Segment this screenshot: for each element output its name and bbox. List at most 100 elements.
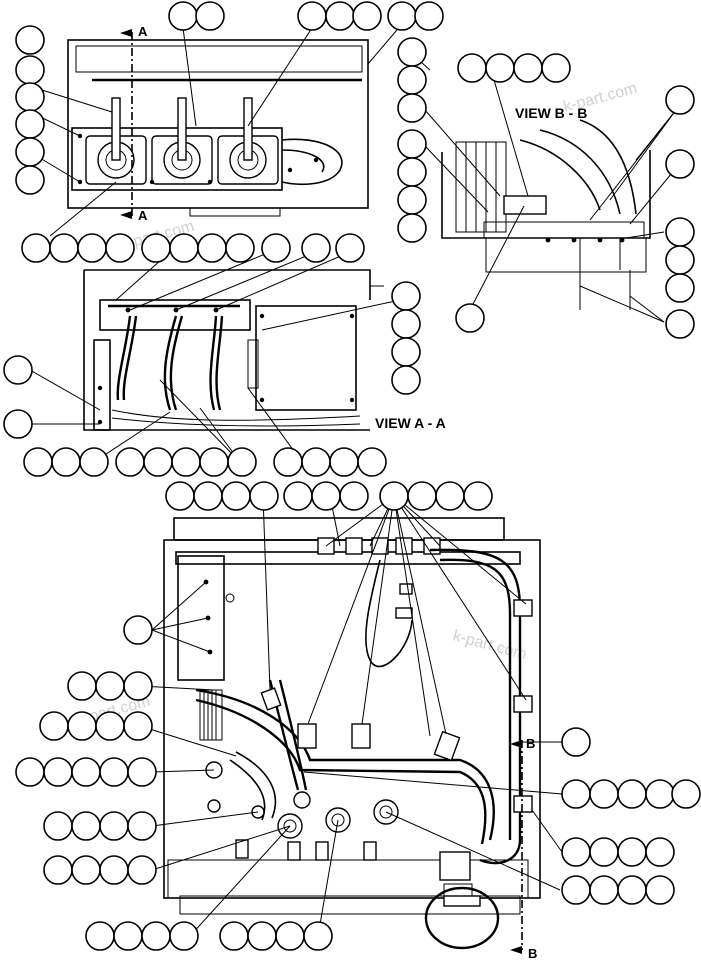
- callout-bubble: [43, 757, 73, 787]
- callout-bubble: [43, 811, 73, 841]
- callout-bubble: [397, 157, 427, 187]
- callout-bubble: [397, 93, 427, 123]
- callout-bubble: [197, 233, 227, 263]
- callout-bubble: [357, 447, 387, 477]
- callout-bubble: [414, 1, 444, 31]
- view-a-a: VIEW A - A: [83, 269, 446, 431]
- callout-bubble: [115, 447, 145, 477]
- callout-bubble: [143, 447, 173, 477]
- callout-bubble: [95, 711, 125, 741]
- clamp-2: [151, 97, 213, 185]
- callout-bubble: [171, 447, 201, 477]
- callout-bubble: [23, 447, 53, 477]
- section-a-bottom-label: A: [138, 208, 148, 223]
- callout-bubble: [665, 273, 695, 303]
- callout-bubble: [15, 165, 45, 195]
- main-view: B B: [163, 517, 541, 960]
- callout-bubble: [99, 855, 129, 885]
- callout-bubble: [15, 55, 45, 85]
- callout-bubble: [51, 447, 81, 477]
- callout-bubble: [391, 337, 421, 367]
- callout-bubble: [561, 727, 591, 757]
- callout-bubble: [391, 309, 421, 339]
- callout-bubble: [3, 355, 33, 385]
- callout-bubble: [249, 481, 279, 511]
- callout-bubble: [127, 855, 157, 885]
- callout-bubble: [71, 757, 101, 787]
- callout-bubble: [329, 447, 359, 477]
- callout-bubble: [225, 233, 255, 263]
- callout-bubble: [123, 671, 153, 701]
- callout-bubble: [665, 85, 695, 115]
- callout-bubble: [247, 921, 277, 951]
- callout-bubble: [79, 447, 109, 477]
- callout-bubble: [15, 137, 45, 167]
- callout-bubble: [665, 217, 695, 247]
- callout-bubble: [195, 1, 225, 31]
- callout-bubble: [339, 481, 369, 511]
- callout-bubble: [85, 921, 115, 951]
- callout-bubble: [665, 245, 695, 275]
- callout-bubble: [589, 779, 619, 809]
- callout-bubble: [113, 921, 143, 951]
- callout-bubble: [15, 109, 45, 139]
- callout-bubble: [199, 447, 229, 477]
- callout-bubble: [407, 481, 437, 511]
- callout-bubble: [99, 811, 129, 841]
- callout-bubble: [391, 365, 421, 395]
- callout-bubble: [227, 447, 257, 477]
- callout-bubble: [77, 233, 107, 263]
- callout-bubble: [617, 875, 647, 905]
- callout-bubble: [311, 481, 341, 511]
- callout-bubble: [335, 233, 365, 263]
- callout-bubble: [99, 757, 129, 787]
- callout-bubble: [67, 671, 97, 701]
- callout-bubble: [39, 711, 69, 741]
- callout-bubble: [435, 481, 465, 511]
- callout-bubble: [123, 615, 153, 645]
- callout-bubble: [95, 671, 125, 701]
- view-b-title: VIEW B - B: [515, 105, 587, 121]
- callout-bubble: [71, 811, 101, 841]
- callout-bubble: [379, 481, 409, 511]
- callout-bubble: [645, 837, 675, 867]
- callout-bubble: [665, 309, 695, 339]
- callout-bubble: [141, 233, 171, 263]
- section-b-top-label: B: [526, 736, 535, 751]
- clamp-3: [217, 97, 279, 185]
- callout-bubble: [352, 1, 382, 31]
- callout-bubble: [397, 129, 427, 159]
- callout-bubble: [455, 303, 485, 333]
- callout-bubble: [397, 185, 427, 215]
- callout-bubble: [463, 481, 493, 511]
- clamp-1: [85, 97, 147, 185]
- callout-bubble: [297, 1, 327, 31]
- callout-bubbles: [3, 1, 701, 951]
- callout-bubble: [561, 875, 591, 905]
- callout-bubble: [3, 409, 33, 439]
- callout-bubble: [67, 711, 97, 741]
- callout-bubble: [561, 837, 591, 867]
- callout-bubble: [15, 757, 45, 787]
- callout-bubble: [127, 757, 157, 787]
- callout-bubble: [169, 233, 199, 263]
- callout-bubble: [221, 481, 251, 511]
- callout-bubble: [541, 53, 571, 83]
- callout-bubble: [105, 233, 135, 263]
- callout-bubble: [391, 281, 421, 311]
- callout-bubble: [645, 875, 675, 905]
- view-b-b: VIEW B - B: [441, 105, 651, 310]
- callout-bubble: [165, 481, 195, 511]
- callout-bubble: [127, 811, 157, 841]
- callout-bubble: [589, 837, 619, 867]
- callout-bubble: [397, 65, 427, 95]
- callout-bubble: [397, 213, 427, 243]
- callout-bubble: [15, 82, 45, 112]
- callout-bubble: [193, 481, 223, 511]
- callout-bubble: [71, 855, 101, 885]
- callout-bubble: [141, 921, 171, 951]
- callout-bubble: [397, 37, 427, 67]
- callout-bubble: [168, 1, 198, 31]
- callout-bubble: [301, 233, 331, 263]
- callout-bubble: [275, 921, 305, 951]
